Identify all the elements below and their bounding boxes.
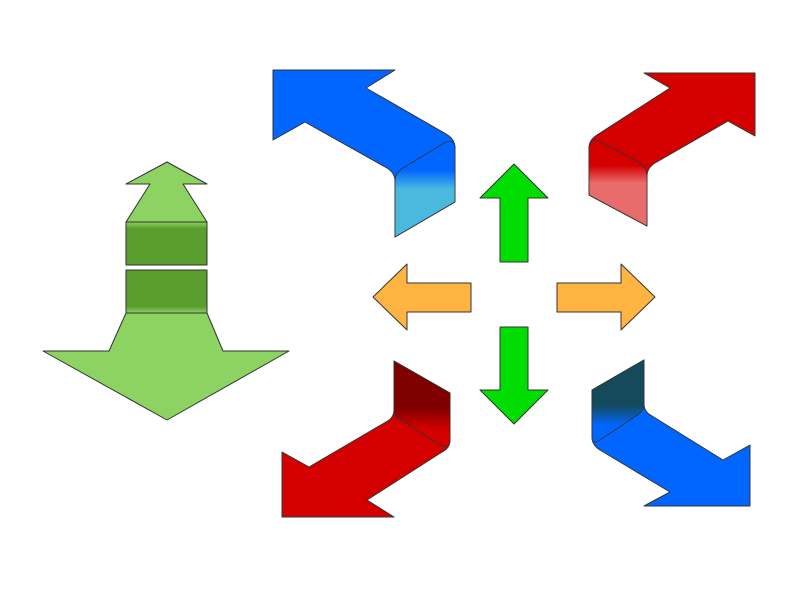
green-down-arrow-icon [479,326,549,425]
red-bent-arrow-down-left [281,360,451,518]
orange-right-arrow-icon [556,263,656,331]
blue-bent-arrow-down-right [591,359,751,507]
blue-arrow-fold-face [394,140,456,238]
double-green-arrow [42,161,290,421]
green-down-band [125,269,208,314]
green-up-arrow-icon [479,163,549,263]
green-up-band [125,221,208,266]
blue-arrow-fold-face [591,359,645,443]
red-arrow-fold-face [393,360,451,447]
orange-left-arrow-icon [372,263,472,331]
blue-bent-arrow-up-left [272,69,456,238]
red-bent-arrow-up-right [588,72,756,227]
red-arrow-fold-face [588,139,648,227]
